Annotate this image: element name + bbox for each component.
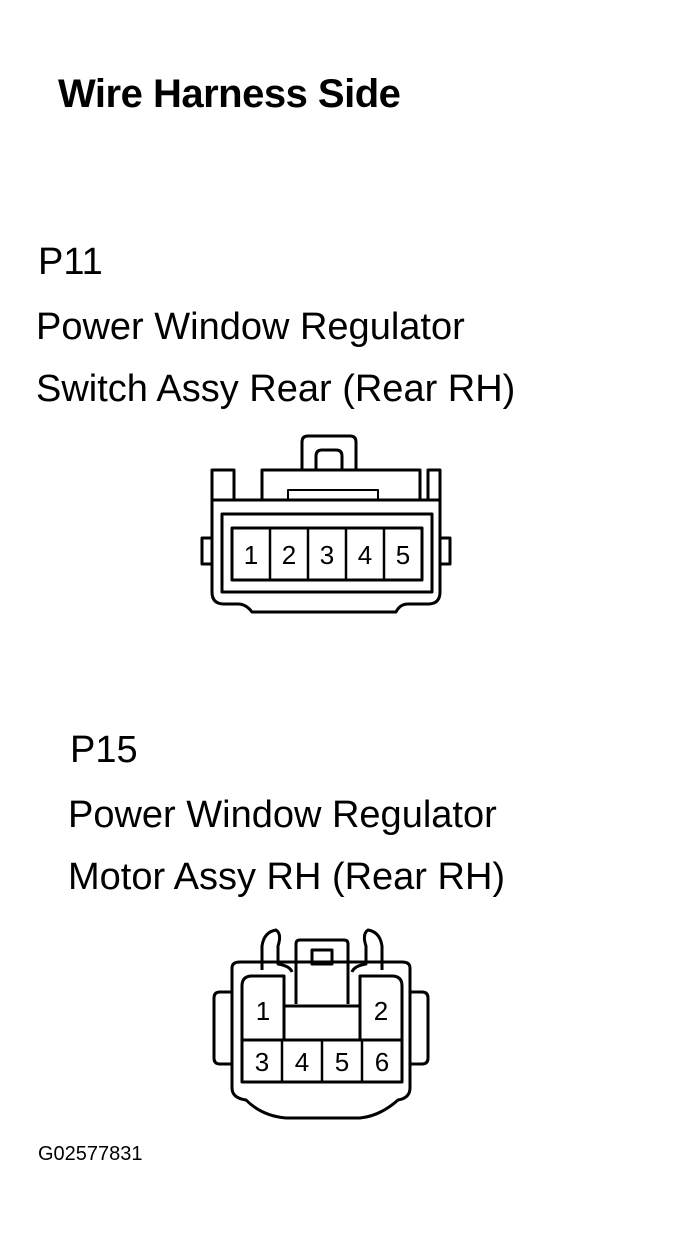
p15-pin-2: 2 <box>374 996 388 1026</box>
p15-pin-4: 4 <box>295 1047 309 1077</box>
figure-id: G02577831 <box>38 1143 143 1165</box>
p11-pin-1: 1 <box>244 540 258 570</box>
p15-pin-3: 3 <box>255 1047 269 1077</box>
p11-pin-2: 2 <box>282 540 296 570</box>
p15-pin-6: 6 <box>375 1047 389 1077</box>
connector-p11-name-line2: Switch Assy Rear (Rear RH) <box>36 368 516 410</box>
diagram-title: Wire Harness Side <box>58 72 401 116</box>
connector-p15-name-line1: Power Window Regulator <box>68 794 497 836</box>
p11-pin-4: 4 <box>358 540 372 570</box>
connector-p15-name-line2: Motor Assy RH (Rear RH) <box>68 856 506 898</box>
p15-pin-5: 5 <box>335 1047 349 1077</box>
p11-pin-3: 3 <box>320 540 334 570</box>
p15-pin-1: 1 <box>256 996 270 1026</box>
p11-pin-5: 5 <box>396 540 410 570</box>
connector-p15-code: P15 <box>70 729 138 771</box>
connector-p11-code: P11 <box>38 241 103 283</box>
connector-p11-name-line1: Power Window Regulator <box>36 306 465 348</box>
